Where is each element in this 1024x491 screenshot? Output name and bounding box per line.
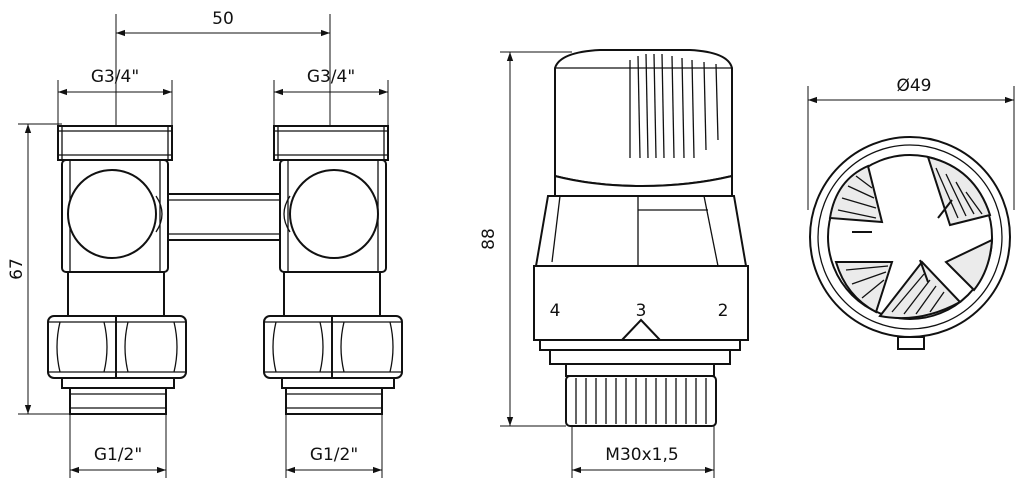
dim-thread-top-right: G3/4" [273, 67, 389, 128]
dim-thread-top-left-label: G3/4" [91, 67, 139, 87]
top-right-thread [273, 125, 389, 161]
right-collar [281, 377, 395, 389]
outer-ring-inner-edge [817, 144, 1003, 330]
bottom-right-thread [285, 387, 383, 415]
head-body [534, 174, 748, 267]
dim-head-height: 88 [479, 51, 572, 427]
bottom-tab [897, 336, 925, 350]
dim-thread-top-right-label: G3/4" [307, 67, 355, 87]
left-neck [67, 271, 165, 317]
left-nut [47, 315, 187, 379]
dim-outlet-spacing: 50 [115, 9, 331, 128]
connecting-bridge [149, 193, 297, 241]
dim-valve-height: 67 [7, 123, 72, 415]
dim-head-thread-label: M30x1,5 [605, 445, 678, 465]
dim-head-height-label: 88 [479, 228, 499, 250]
knurled-nut [565, 375, 717, 427]
head-top-view: Ø49 [807, 76, 1015, 350]
dim-diameter: Ø49 [807, 76, 1015, 210]
cap-ribs [629, 53, 719, 159]
dial-arrows [852, 199, 953, 283]
left-valve-body [61, 159, 169, 273]
left-collar [61, 377, 175, 389]
scale-ring: 4 3 2 [533, 265, 749, 341]
dim-head-thread: M30x1,5 [571, 426, 715, 478]
right-valve-body [279, 159, 387, 273]
dim-thread-bottom-left: G1/2" [69, 414, 167, 478]
dim-valve-height-label: 67 [7, 258, 27, 280]
head-cap [554, 49, 733, 188]
scale-mark-4: 4 [550, 301, 561, 321]
dim-thread-bottom-left-label: G1/2" [94, 445, 142, 465]
dim-diameter-label: Ø49 [896, 76, 931, 96]
scale-mark-2: 2 [718, 301, 729, 321]
top-left-thread [57, 125, 173, 161]
thermostat-head-view: 88 [479, 49, 749, 478]
valve-body-view: 50 G3/4" G3/4" 67 [7, 9, 403, 478]
head-base-collar [539, 339, 741, 351]
right-nut [263, 315, 403, 379]
head-base-ring [565, 363, 715, 377]
dim-outlet-spacing-label: 50 [212, 9, 234, 29]
bottom-left-thread [69, 387, 167, 415]
dim-thread-top-left: G3/4" [57, 67, 173, 128]
scale-mark-3: 3 [636, 301, 647, 321]
dim-thread-bottom-right-label: G1/2" [310, 445, 358, 465]
dial-ribs [828, 155, 994, 320]
dim-thread-bottom-right: G1/2" [285, 414, 383, 478]
right-neck [283, 271, 381, 317]
head-base-step [549, 349, 731, 365]
